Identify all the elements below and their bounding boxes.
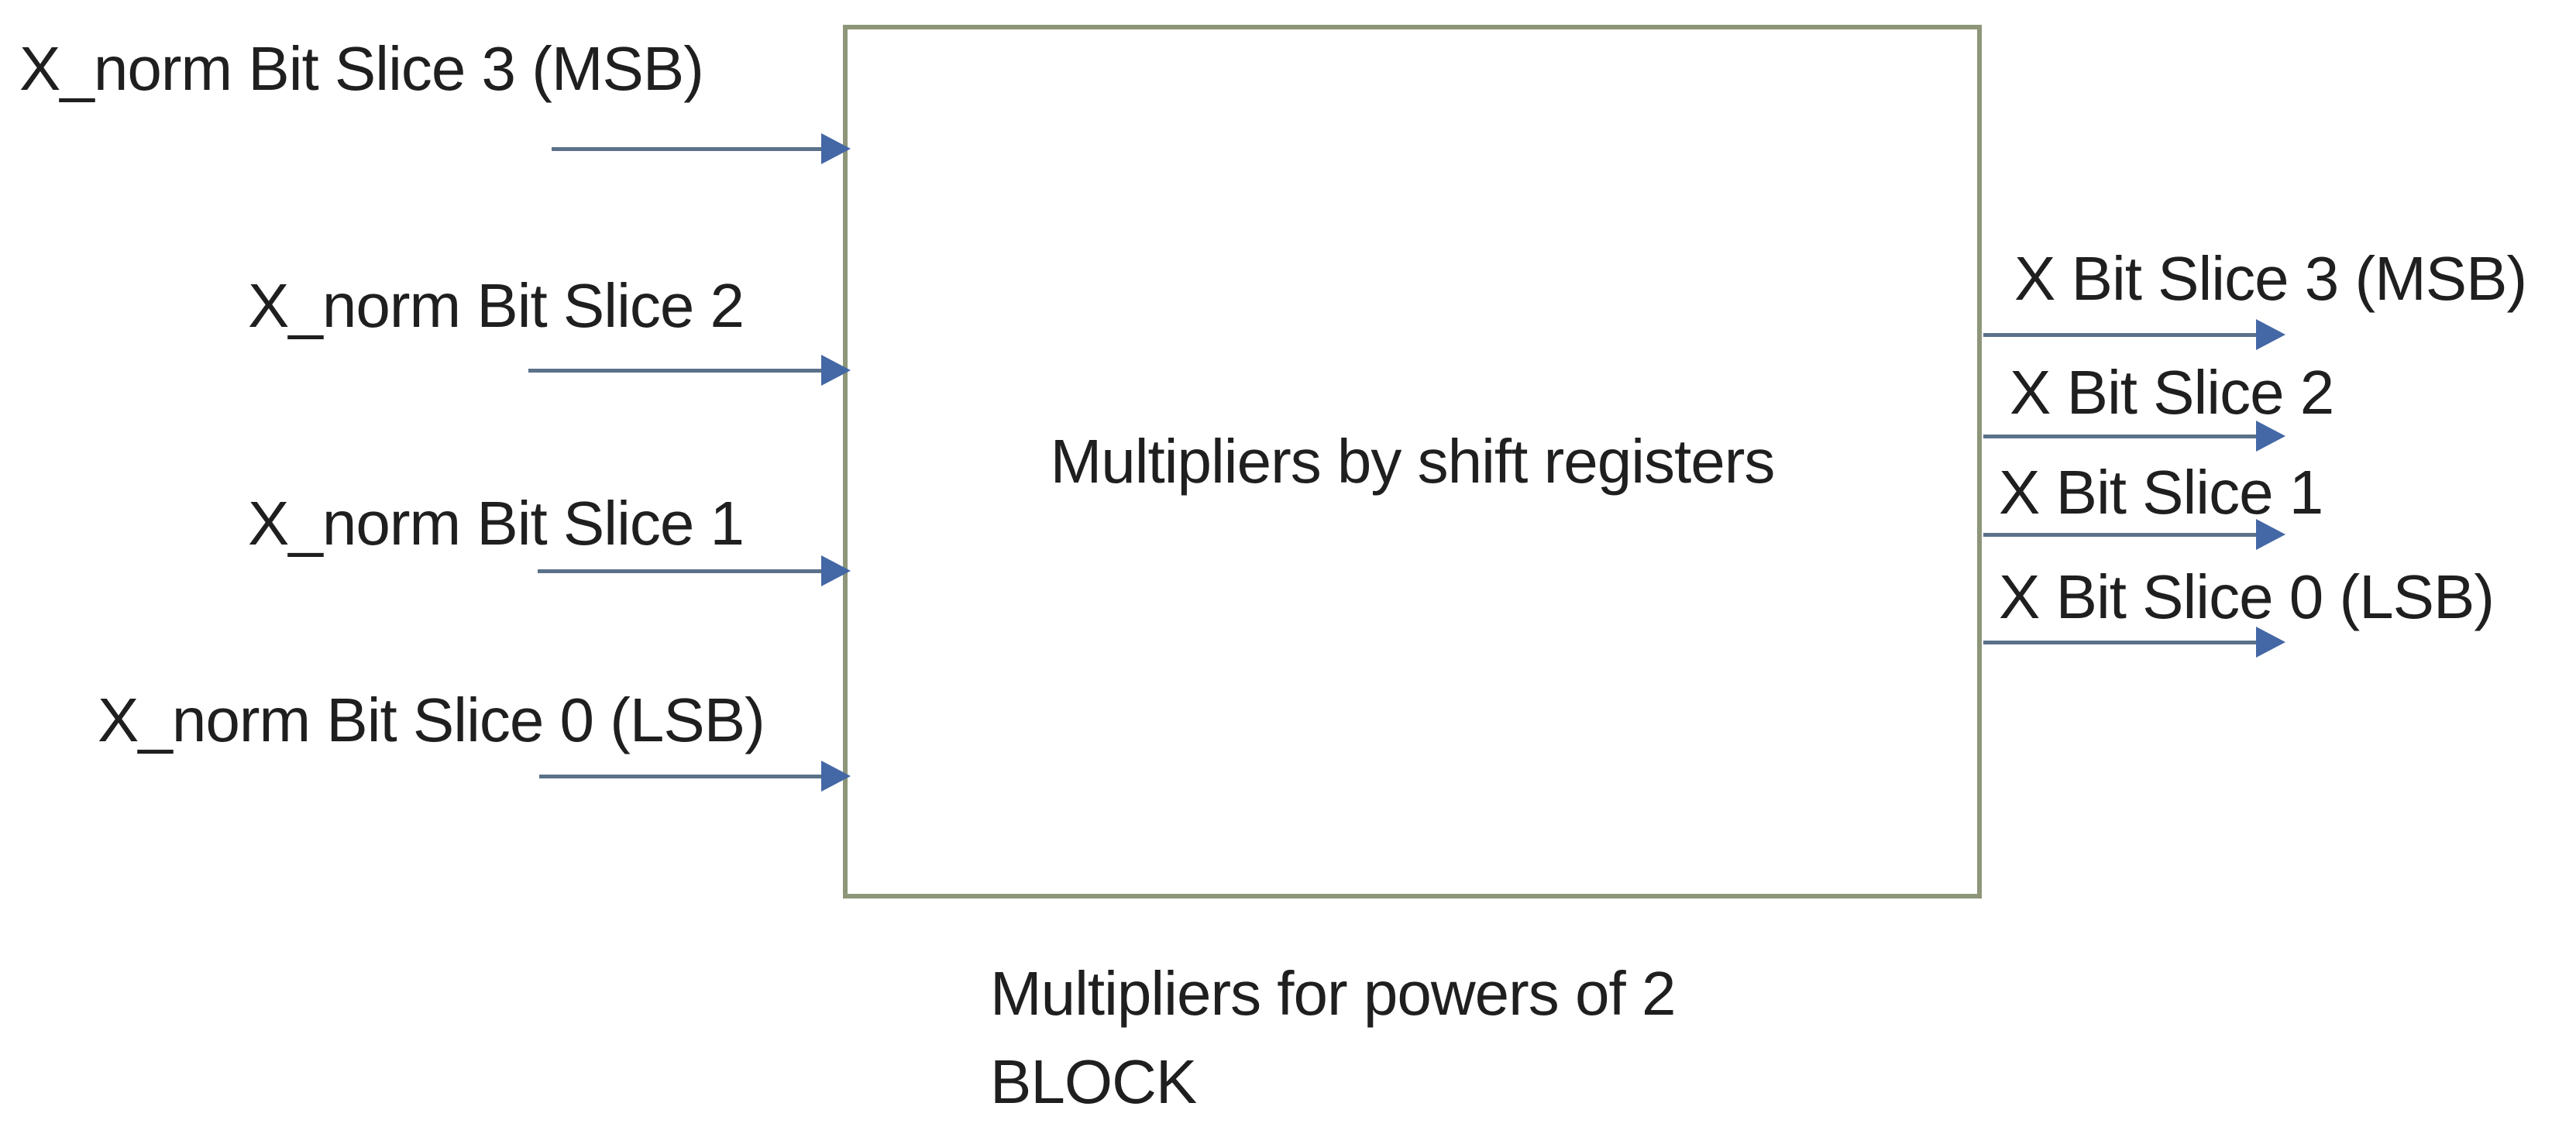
arrow-line bbox=[1983, 332, 2258, 337]
multipliers-block-label: Multipliers by shift registers bbox=[1050, 427, 1776, 496]
block-caption-line1: Multipliers for powers of 2 bbox=[990, 959, 1676, 1028]
multipliers-block: Multipliers by shift registers bbox=[843, 25, 1982, 899]
arrowhead-icon bbox=[2256, 519, 2285, 550]
output-arrow-x-bit-slice-3 bbox=[1983, 319, 2285, 350]
arrow-line bbox=[528, 368, 823, 373]
input-arrow-x-norm-bit-slice-3 bbox=[552, 133, 851, 164]
input-arrow-x-norm-bit-slice-1 bbox=[538, 555, 851, 586]
input-label-x-norm-bit-slice-1: X_norm Bit Slice 1 bbox=[248, 489, 745, 558]
arrowhead-icon bbox=[821, 355, 851, 386]
output-label-x-bit-slice-0: X Bit Slice 0 (LSB) bbox=[1999, 562, 2495, 631]
arrowhead-icon bbox=[821, 555, 851, 586]
arrow-line bbox=[1983, 434, 2258, 438]
arrowhead-icon bbox=[2256, 319, 2285, 350]
output-arrow-x-bit-slice-0 bbox=[1983, 627, 2285, 658]
arrow-line bbox=[1983, 532, 2258, 537]
arrowhead-icon bbox=[2256, 421, 2285, 452]
arrow-line bbox=[552, 146, 823, 151]
block-caption-line2: BLOCK bbox=[990, 1047, 1197, 1116]
output-label-x-bit-slice-2: X Bit Slice 2 bbox=[2010, 358, 2334, 427]
output-arrow-x-bit-slice-2 bbox=[1983, 421, 2285, 452]
output-label-x-bit-slice-1: X Bit Slice 1 bbox=[1999, 458, 2323, 527]
arrowhead-icon bbox=[2256, 627, 2285, 658]
input-label-x-norm-bit-slice-3: X_norm Bit Slice 3 (MSB) bbox=[19, 34, 704, 103]
input-label-x-norm-bit-slice-0: X_norm Bit Slice 0 (LSB) bbox=[98, 685, 765, 754]
input-arrow-x-norm-bit-slice-2 bbox=[528, 355, 851, 386]
input-arrow-x-norm-bit-slice-0 bbox=[539, 761, 851, 792]
input-label-x-norm-bit-slice-2: X_norm Bit Slice 2 bbox=[248, 271, 745, 340]
arrow-line bbox=[539, 774, 823, 778]
arrowhead-icon bbox=[821, 133, 851, 164]
arrow-line bbox=[1983, 640, 2258, 644]
output-label-x-bit-slice-3: X Bit Slice 3 (MSB) bbox=[2014, 244, 2527, 313]
block-caption: Multipliers for powers of 2 BLOCK bbox=[990, 950, 1676, 1126]
arrowhead-icon bbox=[821, 761, 851, 792]
output-arrow-x-bit-slice-1 bbox=[1983, 519, 2285, 550]
arrow-line bbox=[538, 569, 823, 573]
